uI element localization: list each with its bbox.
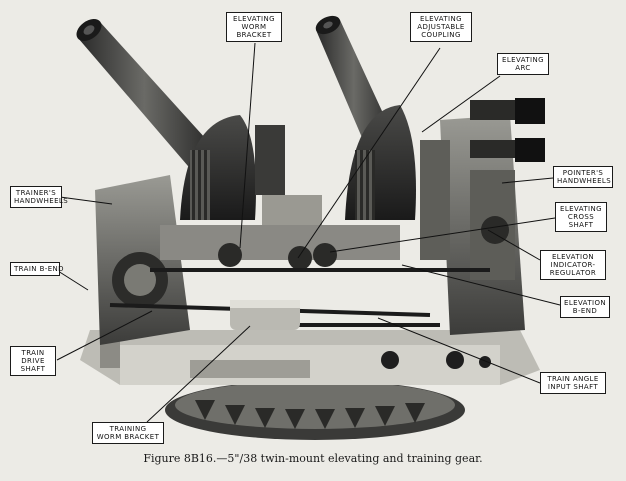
training-worm-cylinder [230,300,300,330]
right-elevating-arc [345,105,416,220]
label-elevating-arc: ELEVATING ARC [497,53,549,75]
label-training-worm-bracket: TRAINING WORM BRACKET [92,422,164,444]
label-elevation-b-end: ELEVATION B-END [560,296,610,318]
gear-housings [160,98,545,270]
figure-caption: Figure 8B16.—5"/38 twin-mount elevating … [143,452,483,465]
carriage-base [80,330,540,385]
label-elevating-worm-bracket: ELEVATING WORM BRACKET [226,12,282,42]
label-elevating-cross-shaft: ELEVATING CROSS SHAFT [555,202,607,232]
left-barrel [76,19,225,180]
side-frame-left [95,175,190,345]
label-elevation-indicator-regulator: ELEVATION INDICATOR- REGULATOR [540,250,606,280]
left-elevating-arc [180,115,256,220]
label-pointers-handwheels: POINTER'S HANDWHEELS [553,166,613,188]
base-ring [165,380,465,440]
label-train-angle-input-shaft: TRAIN ANGLE INPUT SHAFT [540,372,606,394]
label-train-b-end: TRAIN B-END [10,262,64,276]
label-elevating-adjustable-coupling: ELEVATING ADJUSTABLE COUPLING [410,12,472,42]
label-trainers-handwheels: TRAINER'S HANDWHEELS [10,186,68,208]
label-train-drive-shaft: TRAIN DRIVE SHAFT [10,346,56,376]
leader-lines [56,42,561,423]
